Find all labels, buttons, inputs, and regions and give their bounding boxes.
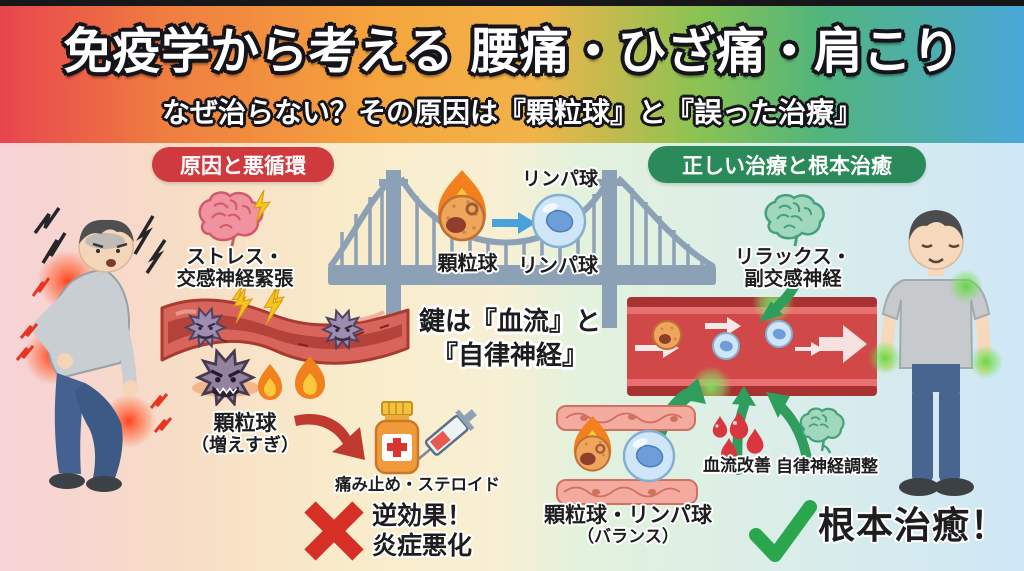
healing-glow-wrist <box>868 341 902 375</box>
page-title: 免疫学から考える 腰痛・ひざ痛・肩こり <box>63 23 961 80</box>
healing-glow-shoulder <box>949 269 983 303</box>
header-banner <box>0 0 1024 143</box>
key-message: 鍵は『血流』と 『自律神経』 <box>418 307 601 371</box>
flame-icon <box>258 356 325 400</box>
flaming-granulocyte-icon <box>438 170 486 242</box>
autonomic-label: 自律神経調整 <box>776 457 878 477</box>
red-arrow-icon <box>294 414 365 460</box>
granulocyte-cell-icon <box>652 320 682 350</box>
lymphocyte-top-label: リンパ球 <box>521 168 598 190</box>
autonomic-brain-icon <box>799 407 845 454</box>
constricted-blood-vessel-illustration <box>160 286 410 406</box>
x-mark-icon <box>304 501 364 561</box>
granulocyte-bridge-label: 顆粒球 <box>437 251 498 275</box>
pain-man-illustration <box>15 206 173 492</box>
checkmark-icon <box>749 500 817 562</box>
blood-flow-label: 血流改善 <box>703 456 771 476</box>
stress-label: ストレス・ 交感神経緊張 <box>176 245 294 290</box>
lymphocyte-bridge-label: リンパ球 <box>518 253 598 277</box>
lymphocyte-cell-icon <box>712 332 740 360</box>
syringe-icon <box>413 409 477 464</box>
relaxed-brain-icon <box>764 193 825 247</box>
balance-label: 顆粒球・リンパ球 （バランス） <box>544 503 712 547</box>
red-bolt-icons <box>15 277 173 433</box>
healthy-man-illustration <box>868 210 1003 496</box>
granulocyte-excess-label: 顆粒球 （増えすぎ） <box>191 411 299 456</box>
lightning-icon <box>253 189 272 223</box>
granulocyte-monster-icon <box>183 306 365 406</box>
medicine-label: 痛み止め・ステロイド <box>335 475 500 494</box>
warning-text: 逆効果！ 炎症悪化 <box>372 501 473 560</box>
cure-label: 根本治癒！ <box>818 504 1008 547</box>
cause-section-badge: 原因と悪循環 <box>152 147 334 182</box>
stressed-brain-icon <box>198 189 272 247</box>
flaming-granulocyte-icon <box>573 416 612 472</box>
page-subtitle: なぜ治らない？その原因は『顆粒球』と『誤った治療』 <box>161 96 862 129</box>
medicine-bottle-icon <box>374 401 420 475</box>
healing-glow-wrist <box>969 345 1003 379</box>
tissue-balance-illustration <box>556 405 698 505</box>
blood-drop-icons <box>712 413 764 461</box>
lymphocyte-icon <box>531 193 587 249</box>
lightning-icon <box>263 287 284 326</box>
lymphocyte-icon <box>622 429 676 483</box>
treatment-section-badge: 正しい治療と根本治癒 <box>648 146 926 183</box>
pain-bolt-icons <box>33 206 167 274</box>
green-arrow-down-icon <box>759 270 806 322</box>
arrow-right-icon <box>492 212 536 234</box>
lymphocyte-cell-icon <box>765 320 793 348</box>
lightning-icon <box>233 286 254 324</box>
medicine-illustration <box>374 401 477 475</box>
relax-label: リラックス・ 副交感神経 <box>734 245 852 290</box>
flow-arrow-icons <box>635 317 867 363</box>
